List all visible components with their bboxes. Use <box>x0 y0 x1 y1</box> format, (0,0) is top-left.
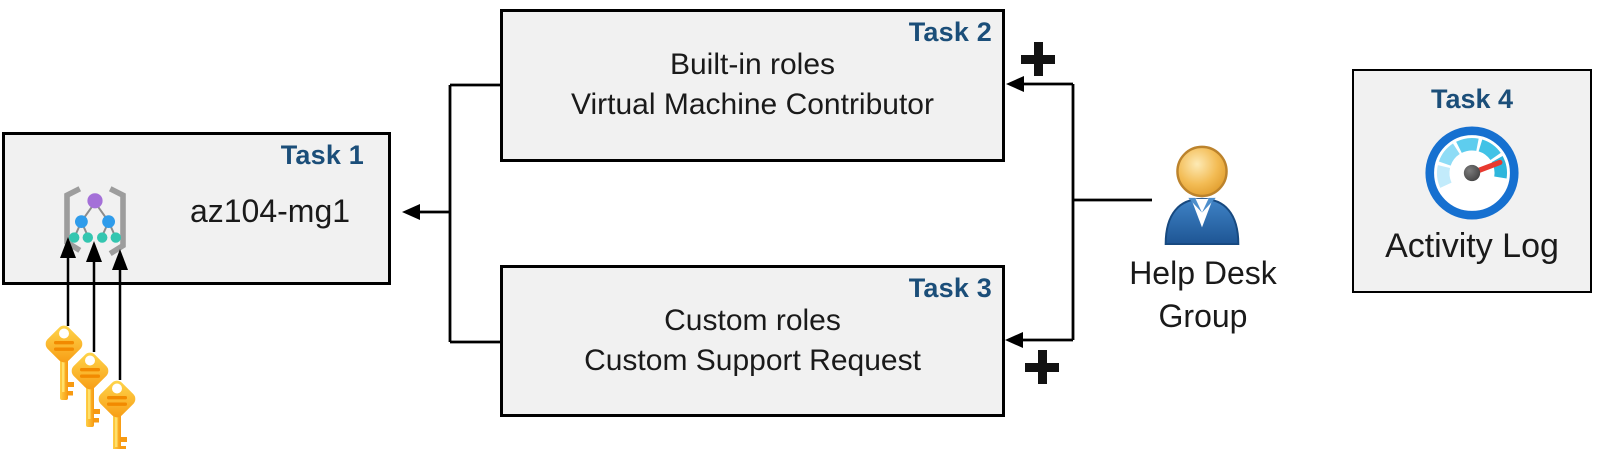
task2-line2: Virtual Machine Contributor <box>571 88 934 121</box>
arrowhead-to-task1 <box>402 204 420 220</box>
task2-box: Task 2 Built-in roles Virtual Machine Co… <box>500 9 1005 162</box>
task1-badge: Task 1 <box>280 140 364 170</box>
task3-badge: Task 3 <box>908 273 992 303</box>
task2-line1: Built-in roles <box>669 48 836 81</box>
left-branch-lines <box>416 83 503 344</box>
task4-box: Task 4 Activity Log <box>1352 69 1592 293</box>
task2-text: Built-in roles Virtual Machine Contribut… <box>503 12 1002 125</box>
management-group-icon <box>64 186 126 256</box>
task1-title: az104-mg1 <box>189 193 351 229</box>
task2-badge: Task 2 <box>908 17 992 47</box>
arrowhead-to-task2 <box>1006 76 1024 92</box>
plus-icon <box>1025 350 1059 384</box>
task3-line2: Custom Support Request <box>584 344 921 377</box>
task3-text: Custom roles Custom Support Request <box>503 268 1002 381</box>
task1-box: Task 1 az104-mg1 <box>2 132 391 285</box>
activity-log-label: Activity Log <box>1385 227 1559 265</box>
task3-box: Task 3 Custom roles Custom Support Reque… <box>500 265 1005 417</box>
task4-badge: Task 4 <box>1430 84 1514 114</box>
help-desk-group-label: Help Desk Group <box>1129 255 1277 334</box>
plus-icon <box>1021 42 1055 76</box>
person-icon <box>1164 145 1240 246</box>
key-icon <box>87 377 147 449</box>
activity-log-gauge-icon <box>1425 126 1519 220</box>
arrowhead-to-task3 <box>1005 332 1023 348</box>
task3-line1: Custom roles <box>664 304 841 337</box>
